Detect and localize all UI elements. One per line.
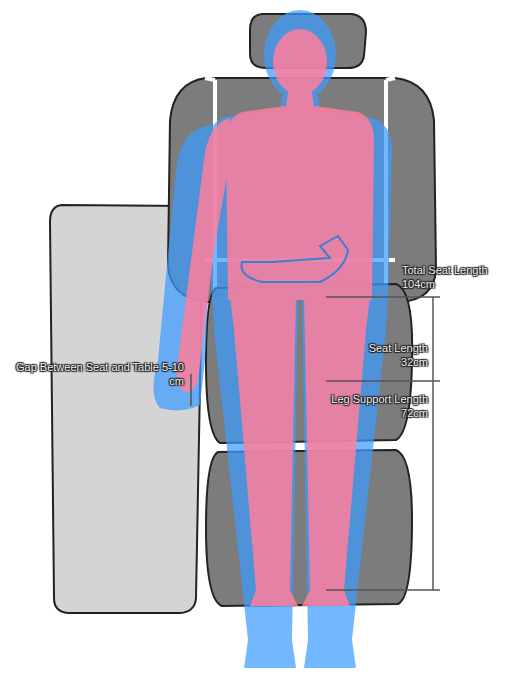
- dimension-tick: [326, 380, 440, 382]
- small-person: [177, 29, 374, 606]
- small-person-arm: [177, 118, 230, 392]
- dimension-tick: [326, 589, 440, 591]
- dimension-label: Gap Between Seat and Table 5-10 cm: [8, 360, 184, 388]
- dimension-label: Leg Support Length 72cm: [326, 392, 428, 420]
- small-person-torso: [226, 92, 374, 300]
- large-person-head: [264, 10, 336, 100]
- small-person-leg: [230, 296, 298, 606]
- backrest-trim: [205, 78, 395, 300]
- dimension-line: [432, 297, 434, 590]
- dimension-lines: [191, 297, 440, 590]
- dimension-tick: [326, 296, 440, 298]
- dimension-label: Seat Length 32cm: [346, 341, 428, 369]
- hand-outline: [241, 236, 348, 282]
- dimension-label: Total Seat Length 104cm: [402, 263, 508, 291]
- large-person: [153, 10, 392, 668]
- large-person-leg: [212, 295, 298, 668]
- small-person-leg: [302, 296, 370, 606]
- small-person-head: [273, 29, 327, 95]
- small-person-arm: [239, 122, 372, 282]
- gap-leader: [190, 374, 192, 406]
